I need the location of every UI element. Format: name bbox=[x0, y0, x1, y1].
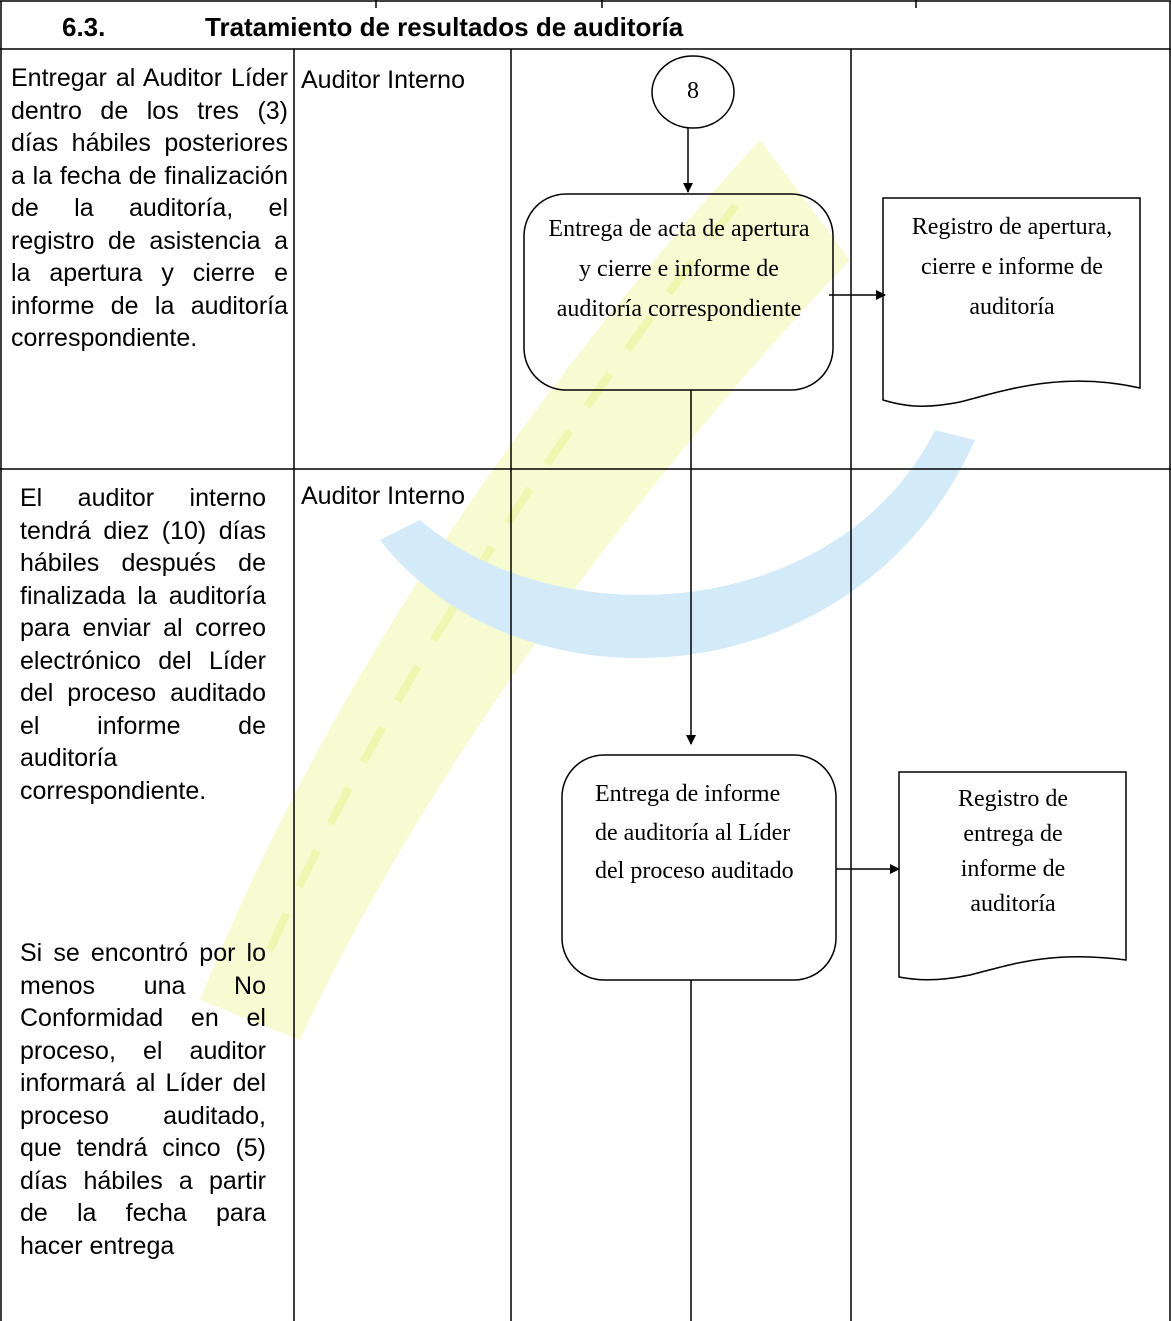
document-2-label: Registro de entrega de informe de audito… bbox=[958, 786, 1068, 917]
process-box-2-label: Entrega de informe de auditoría al Líder… bbox=[595, 781, 794, 884]
activity-description: Entregar al Auditor Líder dentro de los … bbox=[11, 64, 288, 352]
document-shape-1 bbox=[882, 197, 1141, 407]
process-box-1 bbox=[523, 193, 834, 391]
flowchart bbox=[523, 55, 1141, 1321]
off-page-connector bbox=[651, 55, 735, 129]
activity-description-continued: Si se encontró por lo menos una No Confo… bbox=[20, 939, 266, 1260]
responsible-role: Auditor Interno bbox=[301, 66, 465, 94]
watermark-logo bbox=[200, 140, 975, 1040]
section-number: 6.3. bbox=[62, 12, 106, 42]
document-shape-2 bbox=[898, 771, 1127, 981]
process-box-2 bbox=[561, 754, 837, 981]
activity-description: El auditor interno tendrá diez (10) días… bbox=[20, 484, 266, 805]
watermark-arc-shape bbox=[380, 430, 975, 659]
responsible-role: Auditor Interno bbox=[301, 482, 465, 510]
connector-label: 8 bbox=[687, 78, 699, 104]
document-1-label: Registro de apertura, cierre e informe d… bbox=[911, 214, 1113, 320]
process-box-1-label: Entrega de acta de apertura y cierre e i… bbox=[548, 216, 810, 322]
section-title: Tratamiento de resultados de auditoría bbox=[205, 12, 684, 42]
